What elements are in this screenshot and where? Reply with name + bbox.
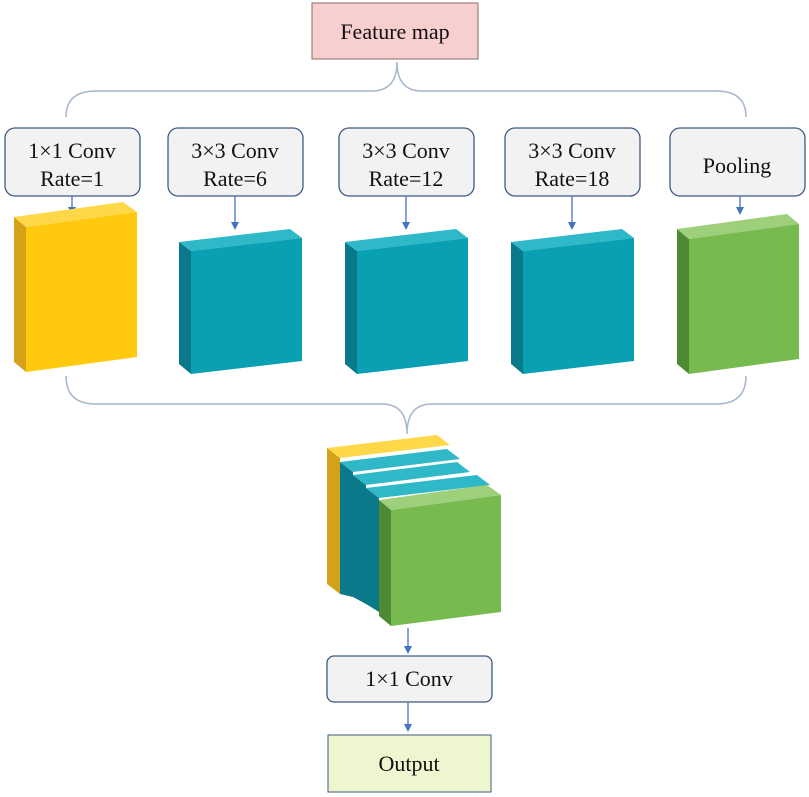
branch-2-line2: Rate=6 xyxy=(203,166,267,191)
merge-brace xyxy=(65,375,747,435)
output-node: Output xyxy=(327,734,492,793)
fuse-conv-node: 1×1 Conv xyxy=(326,655,493,703)
branch-2-feature-block xyxy=(179,229,302,374)
split-brace xyxy=(65,61,747,118)
branch-5-node xyxy=(669,127,806,197)
branch-4-feature-block xyxy=(511,229,634,374)
branch-3-feature-block xyxy=(345,229,468,374)
output-label: Output xyxy=(378,751,439,776)
branch-4-line2: Rate=18 xyxy=(535,166,610,191)
branch-1-line2: Rate=1 xyxy=(40,166,104,191)
branch-2: 3×3 Conv Rate=6 xyxy=(167,127,304,374)
concatenated-feature-stack xyxy=(327,435,501,626)
branch-5: Pooling xyxy=(669,127,806,374)
branch-3-line1: 3×3 Conv xyxy=(362,138,450,163)
branch-3: 3×3 Conv Rate=12 xyxy=(338,127,475,374)
branch-5-line1: Pooling xyxy=(703,153,771,178)
feature-map-node: Feature map xyxy=(311,2,479,60)
branch-1: 1×1 Conv Rate=1 xyxy=(4,127,141,372)
branch-4-line1: 3×3 Conv xyxy=(528,138,616,163)
branch-1-feature-block xyxy=(14,202,137,372)
branch-1-line1: 1×1 Conv xyxy=(28,138,116,163)
branch-4: 3×3 Conv Rate=18 xyxy=(504,127,641,374)
feature-map-label: Feature map xyxy=(340,19,449,44)
branch-3-line2: Rate=12 xyxy=(369,166,444,191)
branch-2-line1: 3×3 Conv xyxy=(191,138,279,163)
fuse-conv-label: 1×1 Conv xyxy=(365,666,453,691)
branch-5-feature-block xyxy=(677,214,799,374)
